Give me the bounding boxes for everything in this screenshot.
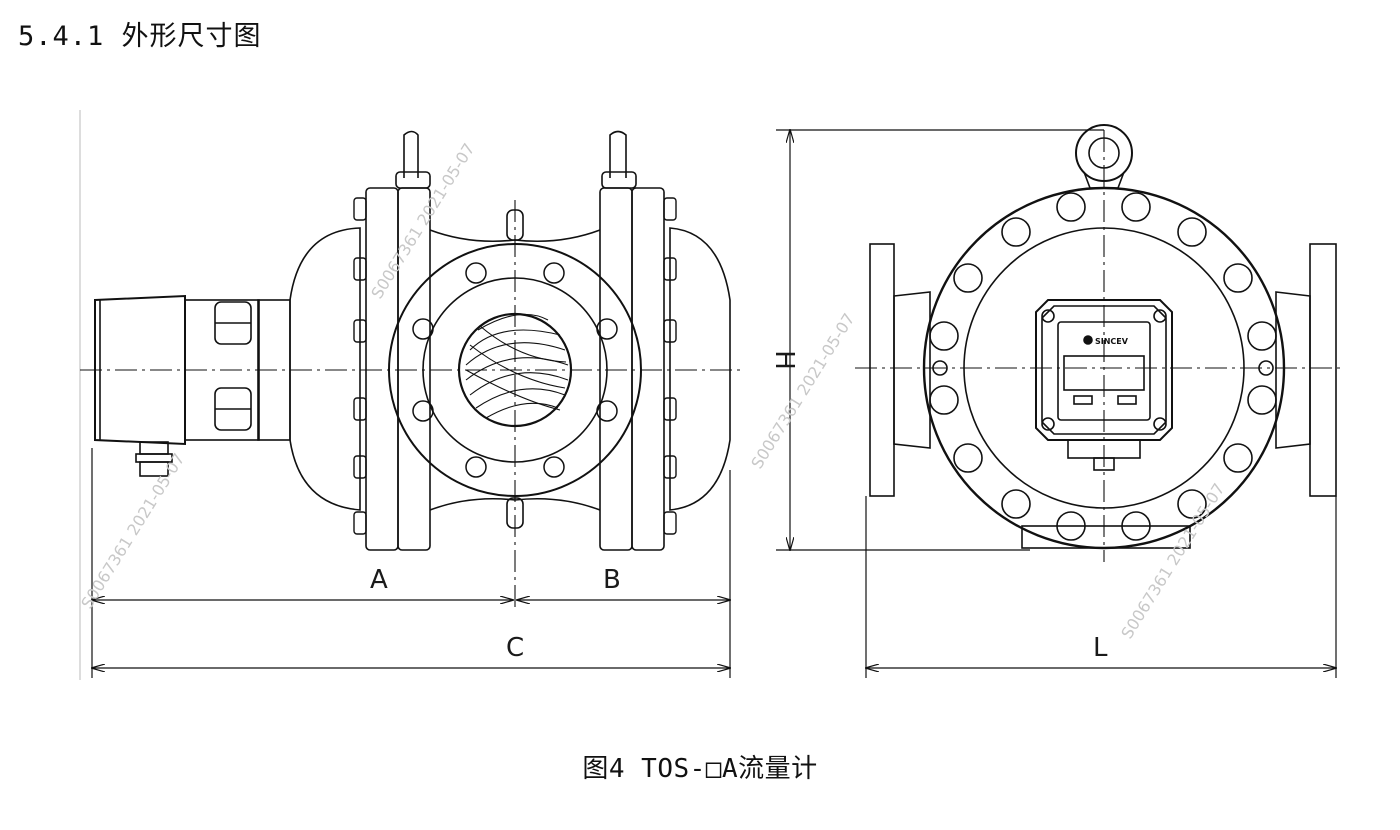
figure-caption: 图4 TOS-□A流量计 bbox=[582, 754, 818, 784]
dimension-l-label: L bbox=[1093, 633, 1108, 663]
watermark-text-2: S0067361 2021-05-07 bbox=[77, 450, 188, 612]
dimension-c-label: C bbox=[506, 633, 524, 663]
dimension-b-label: B bbox=[603, 565, 621, 595]
dimension-a-label: A bbox=[370, 565, 388, 595]
section-heading: 5.4.1 外形尺寸图 bbox=[18, 21, 262, 52]
front-view bbox=[869, 124, 1337, 550]
watermark-text-1: S0067361 2021-05-07 bbox=[367, 140, 478, 302]
watermark-text-3: S0067361 2021-05-07 bbox=[747, 310, 858, 472]
side-view bbox=[79, 110, 731, 680]
dimension-h-label: H bbox=[769, 350, 799, 370]
brand-badge: SINCEV bbox=[1095, 337, 1129, 346]
